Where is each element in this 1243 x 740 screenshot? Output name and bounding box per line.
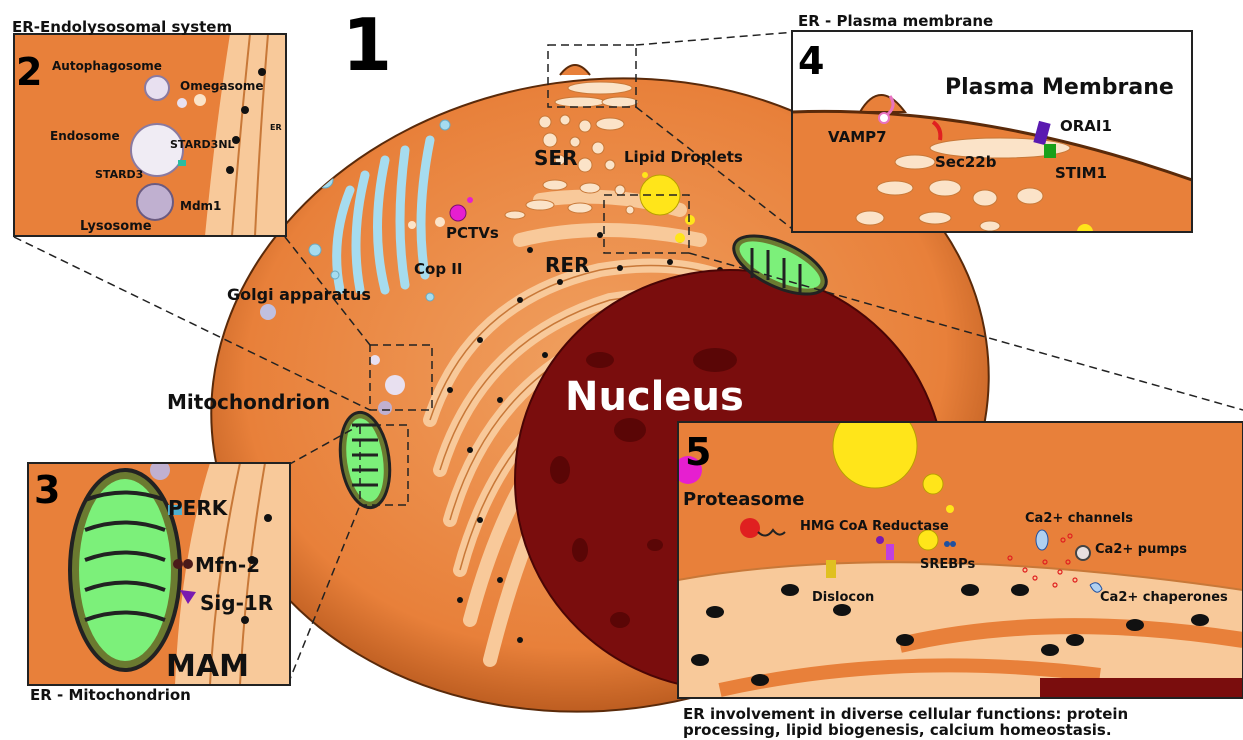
label-srebps: SREBPs [920,557,975,572]
panel-2-number: 2 [16,50,42,94]
label-proteasome: Proteasome [683,489,804,510]
label-cop2: Cop II [414,260,462,278]
label-mdm1: Mdm1 [180,199,221,213]
panel-1-number: 1 [342,3,392,87]
label-endosome: Endosome [50,129,120,143]
label-stard3nl: STARD3NL [170,138,235,151]
label-lipid-droplets: Lipid Droplets [624,148,743,166]
label-autophagosome: Autophagosome [52,59,162,73]
label-rer: RER [545,253,589,277]
label-vamp7: VAMP7 [828,128,887,146]
panel-4-number: 4 [798,39,824,83]
label-lysosome: Lysosome [80,219,152,234]
label-plasma-membrane: Plasma Membrane [945,75,1174,100]
label-sig1r: Sig-1R [200,591,273,615]
label-orai1: ORAI1 [1060,117,1112,135]
caption-line-2: processing, lipid biogenesis, calcium ho… [683,721,1112,739]
label-ca-chaperones: Ca2+ chaperones [1100,590,1228,605]
label-golgi: Golgi apparatus [227,285,371,304]
label-ca-channels: Ca2+ channels [1025,511,1133,526]
label-perk: PERK [168,496,229,520]
label-stard3: STARD3 [95,168,143,181]
label-dislocon: Dislocon [812,590,874,605]
label-er-small: ER [270,123,282,132]
panel-2-title: ER-Endolysosomal system [12,18,232,36]
panel-3-number: 3 [34,468,60,512]
label-stim1: STIM1 [1055,164,1107,182]
label-pctvs: PCTVs [446,224,499,242]
label-ca-pumps: Ca2+ pumps [1095,542,1187,557]
label-nucleus: Nucleus [565,374,744,420]
label-hmg: HMG CoA Reductase [800,519,949,534]
panel-4-title: ER - Plasma membrane [798,12,993,30]
panel-3-title: ER - Mitochondrion [30,686,191,704]
panel-5-number: 5 [685,430,711,474]
label-sec22b: Sec22b [935,153,997,171]
label-mitochondrion: Mitochondrion [167,390,330,414]
label-mam: MAM [166,649,249,684]
label-omegasome: Omegasome [180,79,264,93]
label-mfn2: Mfn-2 [195,553,260,577]
label-ser: SER [534,146,577,170]
